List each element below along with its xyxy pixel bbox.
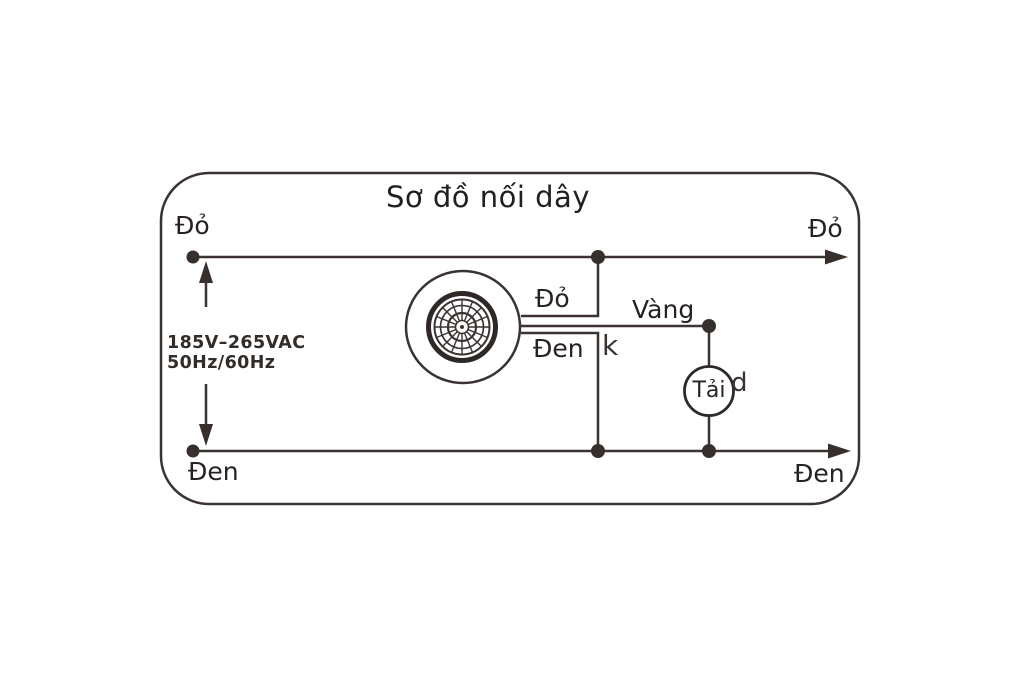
sensor-red-wire-label: Đỏ (535, 284, 570, 313)
black-junction-dot (591, 444, 605, 458)
top-rail-end-label: Đỏ (808, 214, 843, 243)
sensor-black-wire (521, 331, 600, 451)
voltage-spec: 185V–265VAC 50Hz/60Hz (167, 333, 306, 373)
top-rail-start-label: Đỏ (175, 211, 210, 240)
load-circle (683, 365, 735, 417)
diagram-title: Sơ đồ nối dây (386, 180, 590, 214)
load-label: Tải (692, 378, 726, 403)
bottom-rail-start-dot (186, 444, 200, 458)
load-junction-dot (702, 444, 716, 458)
frequency-range: 50Hz/60Hz (167, 352, 276, 373)
bottom-rail-arrowhead-icon (828, 443, 851, 459)
photocell-sensor-icon (404, 269, 522, 385)
top-rail-arrowhead-icon (825, 249, 848, 265)
bottom-rail-start-label: Đen (188, 457, 239, 486)
red-junction-dot (591, 250, 605, 264)
voltage-up-arrowhead-icon (199, 261, 213, 283)
watermark-fragment-d: d (731, 368, 748, 398)
voltage-down-arrowhead-icon (199, 424, 213, 446)
voltage-range: 185V–265VAC (167, 333, 306, 353)
sensor-red-wire (521, 257, 600, 318)
top-rail-start-dot (186, 250, 200, 264)
bottom-rail-end-label: Đen (794, 459, 845, 488)
watermark-fragment-k: k (602, 329, 619, 362)
sensor-black-wire-label: Đen (533, 334, 584, 363)
diagram-border (159, 171, 861, 506)
yellow-junction-dot (702, 319, 716, 333)
sensor-yellow-wire-label: Vàng (632, 295, 695, 324)
